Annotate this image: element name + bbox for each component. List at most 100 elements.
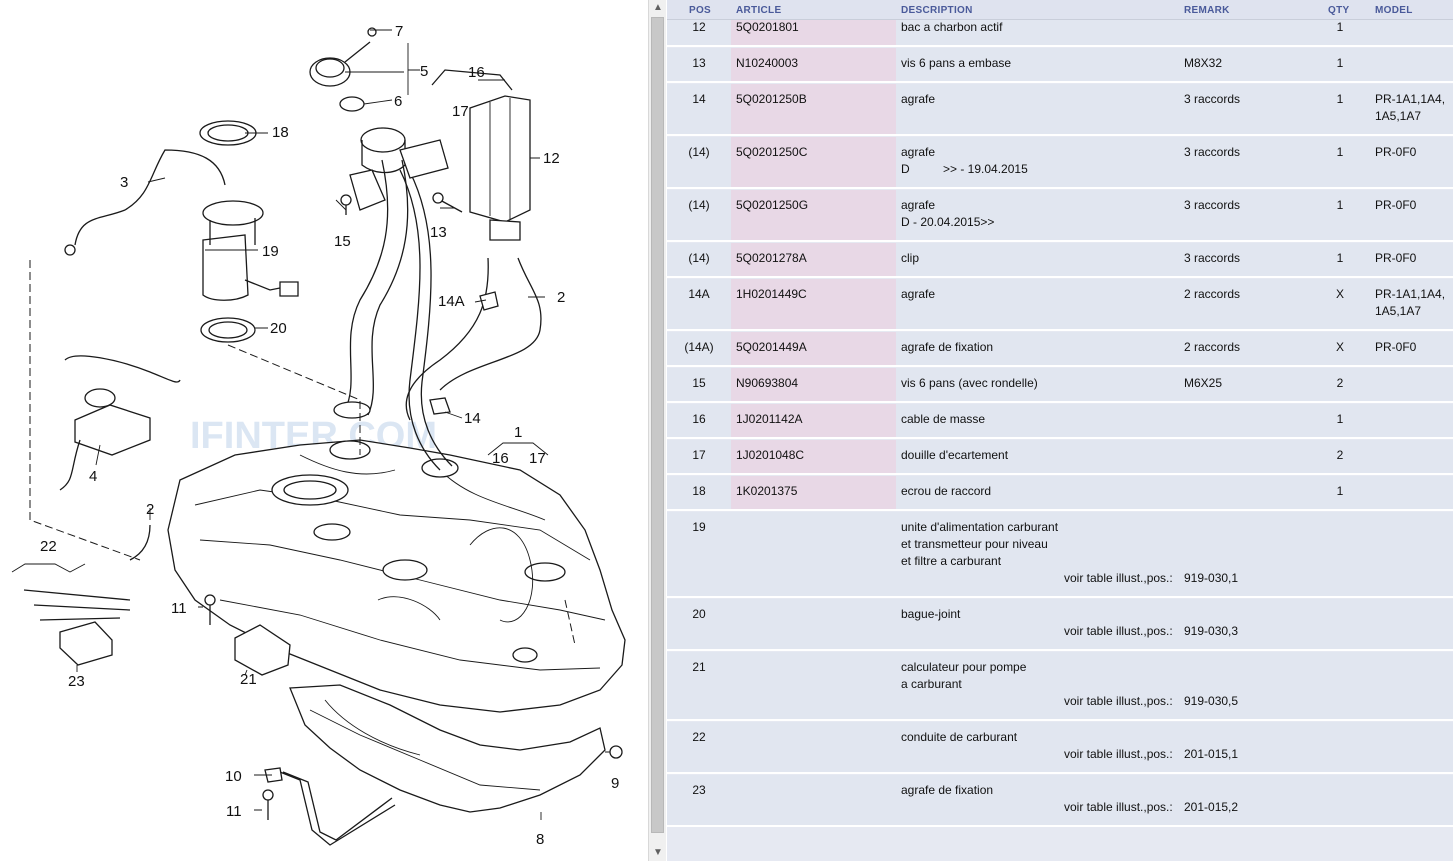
callout-5: 5 xyxy=(420,63,428,80)
remark-cell: 2 raccords xyxy=(1184,340,1241,354)
article-cell[interactable]: 5Q0201449A xyxy=(736,340,807,354)
illustration-ref-label: voir table illust.,pos.: xyxy=(1064,624,1173,638)
description-cell: calculateur pour pompe xyxy=(901,660,1027,674)
callout-1: 1 xyxy=(514,424,522,441)
scroll-down-icon[interactable]: ▼ xyxy=(653,847,663,858)
description-cell: bague-joint xyxy=(901,607,961,621)
illustration-ref-value[interactable]: 919-030,1 xyxy=(1184,571,1239,585)
pos-cell: (14) xyxy=(688,145,710,159)
callout-23: 23 xyxy=(68,673,85,690)
callout-22: 22 xyxy=(40,538,57,555)
header-qty: QTY xyxy=(1328,5,1350,16)
pos-cell: 19 xyxy=(692,520,706,534)
scroll-up-icon[interactable]: ▲ xyxy=(653,2,663,13)
model-cell: PR-0F0 xyxy=(1375,251,1417,265)
illustration-ref-value[interactable]: 201-015,2 xyxy=(1184,800,1239,814)
callout-4: 4 xyxy=(89,468,97,485)
qty-cell: 1 xyxy=(1336,56,1344,70)
scroll-thumb[interactable] xyxy=(651,17,664,833)
header-model: MODEL xyxy=(1375,5,1413,16)
callout-19: 19 xyxy=(262,243,279,260)
description-cell: vis 6 pans (avec rondelle) xyxy=(901,376,1038,390)
qty-cell: 1 xyxy=(1336,412,1344,426)
article-cell[interactable]: 5Q0201250C xyxy=(736,145,808,159)
article-cell[interactable]: 1J0201142A xyxy=(736,412,803,426)
qty-cell: X xyxy=(1335,340,1344,354)
remark-cell: 3 raccords xyxy=(1184,251,1241,265)
article-cell[interactable]: N90693804 xyxy=(736,376,799,390)
article-cell[interactable]: 5Q0201250B xyxy=(736,92,807,106)
article-cell[interactable]: N10240003 xyxy=(736,56,799,70)
article-cell-bg xyxy=(731,190,896,240)
pump-controller xyxy=(234,624,291,676)
seal-ring xyxy=(339,96,365,112)
callout-14a: 14A xyxy=(438,293,465,310)
model-cell: PR-1A1,1A4, xyxy=(1375,92,1446,106)
article-cell-bg xyxy=(731,243,896,276)
description-cell: conduite de carburant xyxy=(901,730,1018,744)
pos-cell: 18 xyxy=(692,484,706,498)
callout-11-top: 11 xyxy=(171,600,187,617)
parts-diagram: IFINTER.COM xyxy=(0,0,648,861)
article-cell[interactable]: 5Q0201250G xyxy=(736,198,809,212)
pos-cell: 21 xyxy=(692,660,706,674)
description-cell: agrafe xyxy=(901,287,936,301)
callout-21: 21 xyxy=(240,671,257,688)
header-remark: REMARK xyxy=(1184,5,1230,16)
qty-cell: 1 xyxy=(1336,20,1344,34)
description-cell: douille d'ecartement xyxy=(901,448,1009,462)
article-cell-bg xyxy=(731,332,896,365)
remark-cell: M8X32 xyxy=(1184,56,1223,70)
model-cell: PR-1A1,1A4, xyxy=(1375,287,1446,301)
qty-cell: 1 xyxy=(1336,251,1344,265)
callout-8: 8 xyxy=(536,831,544,848)
remark-cell: M6X25 xyxy=(1184,376,1223,390)
parts-list: POS ARTICLE DESCRIPTION REMARK QTY MODEL… xyxy=(667,0,1453,861)
illustration-ref-value[interactable]: 201-015,1 xyxy=(1184,747,1239,761)
article-cell[interactable]: 1J0201048C xyxy=(736,448,805,462)
callout-3: 3 xyxy=(120,174,128,191)
filler-pipe xyxy=(344,159,389,411)
description-cell: a carburant xyxy=(901,677,962,691)
fuel-line xyxy=(74,149,226,246)
description-cell: unite d'alimentation carburant xyxy=(901,520,1059,534)
vertical-scrollbar[interactable]: ▲ ▼ xyxy=(648,0,666,861)
callout-16-group: 16 xyxy=(492,450,509,467)
remark-cell: 3 raccords xyxy=(1184,198,1241,212)
pos-cell: 16 xyxy=(692,412,706,426)
illustration-ref-value[interactable]: 919-030,5 xyxy=(1184,694,1239,708)
tank-strap xyxy=(274,769,396,846)
qty-cell: 2 xyxy=(1336,376,1344,390)
clip-23 xyxy=(59,621,113,666)
article-cell[interactable]: 5Q0201278A xyxy=(736,251,807,265)
illustration-ref-label: voir table illust.,pos.: xyxy=(1064,800,1173,814)
article-cell[interactable]: 1H0201449C xyxy=(736,287,807,301)
illustration-ref-value[interactable]: 919-030,3 xyxy=(1184,624,1239,638)
callout-2-left: 2 xyxy=(146,501,154,518)
description-cell: agrafe de fixation xyxy=(901,340,994,354)
article-cell[interactable]: 5Q0201801 xyxy=(736,20,799,34)
remark-cell: 3 raccords xyxy=(1184,145,1241,159)
pos-cell: 13 xyxy=(692,56,706,70)
carbon-canister xyxy=(469,95,531,223)
article-cell[interactable]: 1K0201375 xyxy=(736,484,798,498)
header-article: ARTICLE xyxy=(736,5,782,16)
qty-cell: 1 xyxy=(1336,484,1344,498)
callout-7: 7 xyxy=(395,23,403,40)
